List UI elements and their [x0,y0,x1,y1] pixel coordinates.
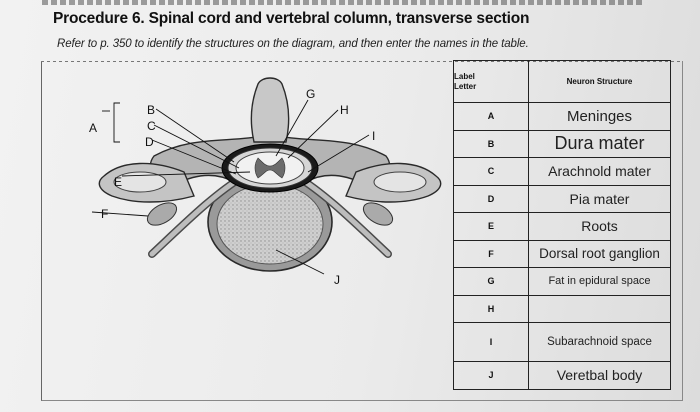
top-dashed-border [42,0,642,5]
table-row: H [453,294,671,323]
row-letter: I [453,322,529,362]
table-row: E Roots [453,212,671,241]
row-answer-field[interactable]: Arachnold mater [528,157,671,186]
spinous-process [250,77,290,143]
label-A: A [89,121,97,135]
table-row: D Pia mater [453,184,671,213]
label-E: E [114,175,122,189]
spinal-cord [221,143,319,193]
left-foramen [113,171,167,193]
structure-table: Label Letter Neuron Structure A Meninges… [453,60,671,390]
label-G: G [306,87,315,101]
content-frame [41,61,683,401]
row-letter: A [453,102,529,131]
label-J: J [334,273,340,287]
table-row: F Dorsal root ganglion [453,239,671,268]
neuron-structure-header: Neuron Structure [528,60,671,103]
label-D: D [145,135,154,149]
row-answer-field[interactable]: Pia mater [528,184,671,213]
label-I: I [372,129,375,143]
row-answer-field[interactable]: Dura mater [528,129,671,158]
leader-lines [91,99,370,275]
row-answer-field[interactable]: Fat in epidural space [528,267,671,296]
row-letter: C [453,157,529,186]
label-C: C [147,119,156,133]
row-answer-field[interactable]: Veretbal body [528,361,671,390]
vertebra-diagram: A B C D E F G H I J [89,77,442,287]
row-letter: D [453,184,529,213]
row-answer-field[interactable]: Roots [528,212,671,241]
row-answer-field[interactable]: Dorsal root ganglion [528,239,671,268]
frame-top-border [41,61,683,62]
procedure-title: Procedure 6. Spinal cord and vertebral c… [53,10,530,27]
table-row: J Veretbal body [453,361,671,390]
row-letter: G [453,267,529,296]
row-letter: H [453,294,529,323]
table-header-row: Label Letter Neuron Structure [453,60,671,103]
table-row: G Fat in epidural space [453,267,671,296]
label-F: F [101,207,108,221]
row-answer-field[interactable]: Meninges [528,102,671,131]
table-row: I Subarachnoid space [453,322,671,362]
row-letter: B [453,129,529,158]
label-letter-header: Label Letter [453,60,529,103]
row-answer-field[interactable]: Subarachnoid space [528,322,671,362]
label-H: H [340,103,349,117]
row-letter: E [453,212,529,241]
right-foramen [373,171,427,193]
table-row: A Meninges [453,102,671,131]
label-B: B [147,103,155,117]
row-letter: J [453,361,529,390]
vertebral-body [207,172,333,272]
row-letter: F [453,239,529,268]
row-answer-field[interactable] [528,294,671,323]
table-row: B Dura mater [453,129,671,158]
instructions-text: Refer to p. 350 to identify the structur… [57,38,529,50]
table-row: C Arachnold mater [453,157,671,186]
